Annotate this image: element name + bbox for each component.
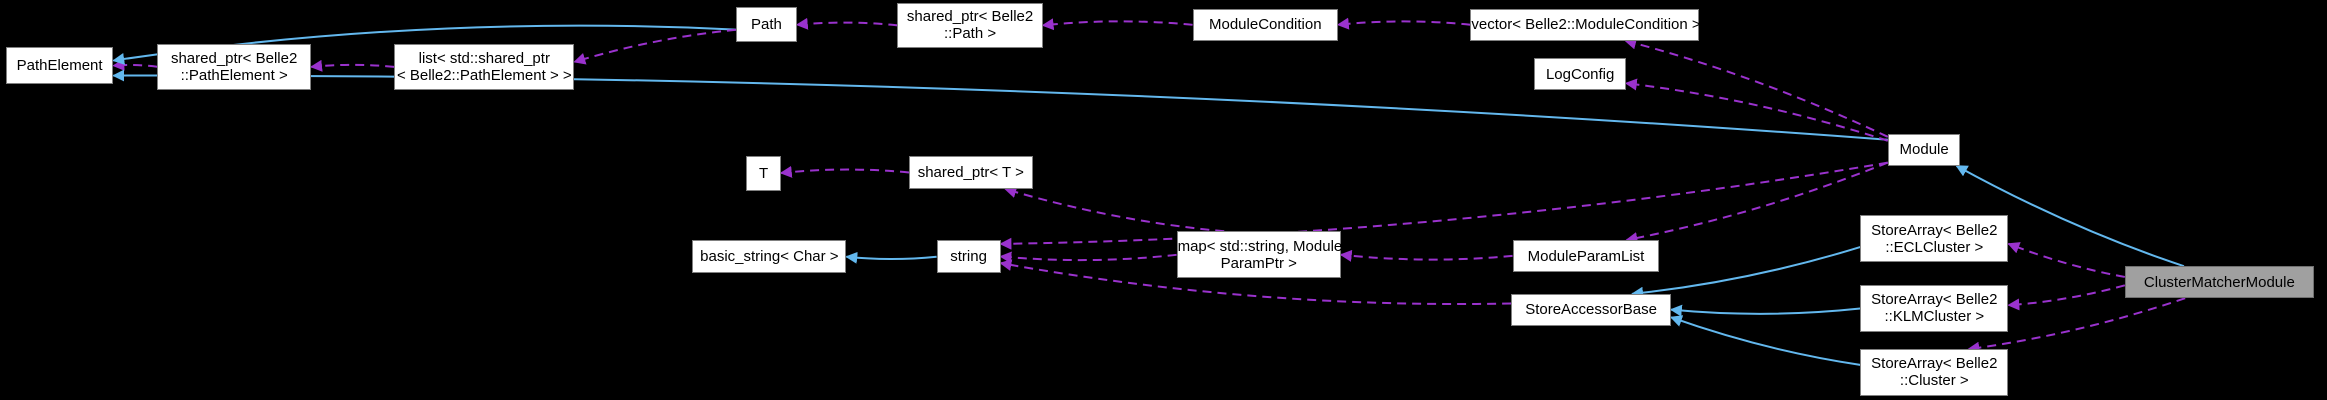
edge-map_modparam-to-sp_t — [1004, 186, 1225, 233]
node-t[interactable]: T — [746, 155, 781, 191]
node-sp_pathelement[interactable]: shared_ptr< Belle2 ::PathElement > — [157, 43, 312, 91]
node-sp_path[interactable]: shared_ptr< Belle2 ::Path > — [897, 2, 1043, 48]
node-storeaccessorbase[interactable]: StoreAccessorBase — [1511, 293, 1672, 326]
edge-sp_path-to-path — [795, 17, 898, 30]
node-label: Module — [1899, 141, 1949, 159]
node-label: PathElement — [16, 56, 103, 74]
node-map_modparam[interactable]: map< std::string, Module ParamPtr > — [1176, 231, 1343, 278]
edge-clustermatcher-to-sa_klmcluster — [2007, 284, 2126, 311]
edge-module-to-logconfig — [1624, 78, 1889, 142]
node-sa_eclcluster[interactable]: StoreArray< Belle2 ::ECLCluster > — [1860, 215, 2009, 262]
node-sa_cluster[interactable]: StoreArray< Belle2 ::Cluster > — [1860, 349, 2009, 396]
edge-group — [112, 17, 2186, 366]
node-string[interactable]: string — [936, 240, 1001, 274]
edge-vec_modcond-to-modulecondition — [1336, 17, 1471, 30]
node-label: T — [758, 164, 769, 182]
node-moduleparamlist[interactable]: ModuleParamList — [1512, 240, 1660, 272]
node-module[interactable]: Module — [1887, 133, 1961, 166]
edge-sa_eclcluster-to-storeaccessorbase — [1631, 246, 1861, 299]
edge-modulecondition-to-sp_path — [1041, 18, 1193, 31]
edge-clustermatcher-to-sa_eclcluster — [2007, 242, 2126, 278]
edge-clustermatcher-to-module — [1955, 164, 2185, 268]
edge-path-to-list_sp_pe — [573, 28, 737, 65]
edge-storeaccessorbase-to-string — [999, 259, 1512, 306]
edge-module-to-pathelement — [112, 69, 1888, 141]
node-logconfig[interactable]: LogConfig — [1534, 58, 1626, 91]
edge-string-to-basic_string — [845, 251, 937, 264]
node-label: shared_ptr< T > — [917, 163, 1024, 181]
node-label: StoreArray< Belle2 ::KLMCluster > — [1871, 291, 1998, 326]
node-list_sp_pe[interactable]: list< std::shared_ptr < Belle2::PathElem… — [394, 43, 575, 91]
edge-sp_pathelement-to-pathelement — [112, 58, 158, 71]
edge-sa_cluster-to-storeaccessorbase — [1669, 315, 1861, 366]
node-sp_t[interactable]: shared_ptr< T > — [908, 155, 1033, 190]
node-label: vector< Belle2::ModuleCondition > — [1471, 16, 1701, 34]
node-label: StoreAccessorBase — [1525, 301, 1657, 319]
node-vec_modcond[interactable]: vector< Belle2::ModuleCondition > — [1470, 8, 1701, 41]
node-label: StoreArray< Belle2 ::Cluster > — [1871, 355, 1998, 390]
node-basic_string[interactable]: basic_string< Char > — [692, 240, 847, 274]
edge-sa_klmcluster-to-storeaccessorbase — [1669, 304, 1861, 317]
edge-list_sp_pe-to-sp_pathelement — [310, 59, 395, 72]
node-label: ModuleCondition — [1209, 16, 1322, 34]
node-label: StoreArray< Belle2 ::ECLCluster > — [1871, 221, 1998, 256]
node-label: Path — [751, 16, 782, 34]
edge-sp_t-to-t — [779, 165, 910, 178]
node-sa_klmcluster[interactable]: StoreArray< Belle2 ::KLMCluster > — [1860, 285, 2009, 332]
node-label: string — [950, 248, 987, 266]
node-label: shared_ptr< Belle2 ::PathElement > — [170, 49, 298, 84]
node-pathelement[interactable]: PathElement — [5, 46, 114, 85]
node-label: list< std::shared_ptr < Belle2::PathElem… — [396, 49, 572, 84]
node-label: shared_ptr< Belle2 ::Path > — [906, 8, 1034, 43]
edge-module-to-moduleparamlist — [1625, 161, 1889, 244]
edge-module-to-string — [999, 161, 1888, 250]
node-label: ModuleParamList — [1527, 247, 1645, 265]
node-clustermatcher[interactable]: ClusterMatcherModule — [2124, 266, 2314, 299]
node-path[interactable]: Path — [735, 7, 797, 43]
edge-moduleparamlist-to-map_modparam — [1339, 249, 1513, 262]
node-modulecondition[interactable]: ModuleCondition — [1192, 8, 1339, 41]
node-label: basic_string< Char > — [700, 248, 839, 266]
node-label: ClusterMatcherModule — [2143, 273, 2295, 291]
edge-map_modparam-to-string — [999, 251, 1177, 264]
edge-clustermatcher-to-sa_cluster — [1967, 297, 2186, 354]
node-label: map< std::string, Module ParamPtr > — [1177, 237, 1343, 272]
node-label: LogConfig — [1545, 65, 1615, 83]
edge-module-to-vec_modcond — [1624, 37, 1889, 138]
